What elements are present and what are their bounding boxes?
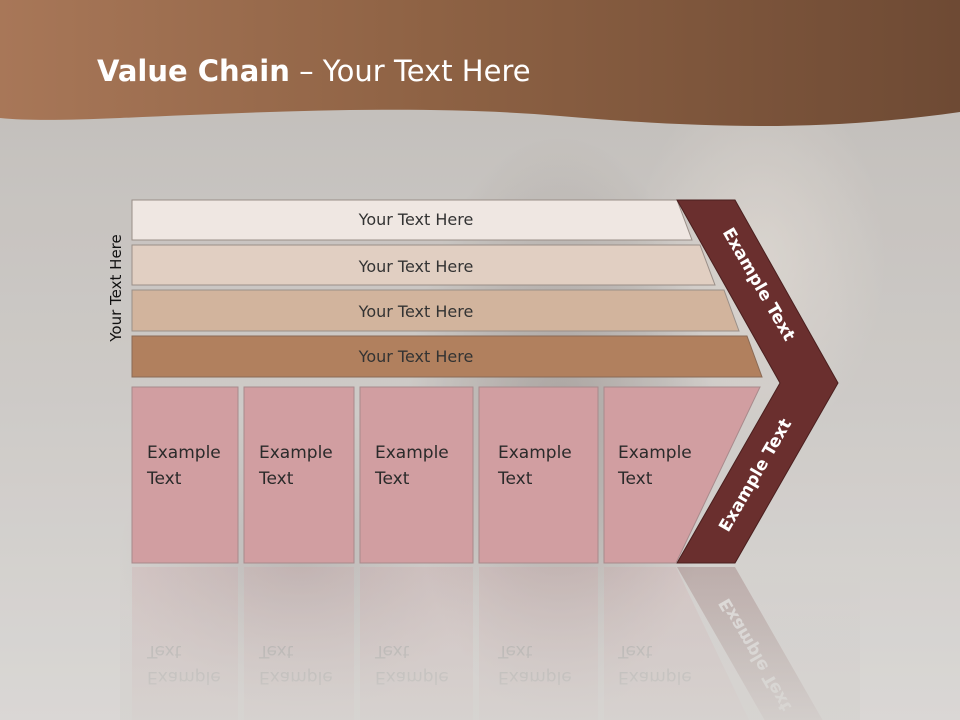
bar-1: Your Text Here	[131, 199, 693, 241]
bar-1-label: Your Text Here	[358, 210, 474, 229]
title-banner	[0, 0, 960, 126]
bar-2-label: Your Text Here	[358, 257, 474, 276]
cell-2: Example Text	[243, 386, 355, 564]
cell-1: Example Text	[131, 386, 239, 564]
page-title: Value Chain – Your Text Here	[97, 54, 531, 88]
bar-2: Your Text Here	[131, 244, 716, 286]
cell-3-line1: Example	[375, 443, 449, 463]
cell-4-box	[478, 386, 599, 564]
bar-4-shape	[131, 335, 763, 378]
bar-4-label: Your Text Here	[358, 347, 474, 366]
cell-5-line2: Text	[617, 469, 653, 489]
reflection-fade	[120, 563, 860, 720]
cell-2-line2: Text	[258, 469, 294, 489]
cell-3-box	[359, 386, 474, 564]
cell-5-line1: Example	[618, 443, 692, 463]
bar-2-shape	[131, 244, 716, 286]
bar-3-shape	[131, 289, 740, 332]
title-bold: Value Chain	[97, 54, 290, 88]
cell-1-box	[131, 386, 239, 564]
cell-4: Example Text	[478, 386, 599, 564]
cell-1-line1: Example	[147, 443, 221, 463]
bar-4: Your Text Here	[131, 335, 763, 378]
bar-3-label: Your Text Here	[358, 302, 474, 321]
cell-3-line2: Text	[374, 469, 410, 489]
cell-4-line1: Example	[498, 443, 572, 463]
bar-3: Your Text Here	[131, 289, 740, 332]
cell-2-box	[243, 386, 355, 564]
bar-1-shape	[131, 199, 693, 241]
cell-5: Example Text	[603, 386, 761, 564]
cell-4-line2: Text	[497, 469, 533, 489]
cell-1-line2: Text	[146, 469, 182, 489]
cell-3: Example Text	[359, 386, 474, 564]
title-rest: – Your Text Here	[289, 54, 531, 88]
cell-2-line1: Example	[259, 443, 333, 463]
